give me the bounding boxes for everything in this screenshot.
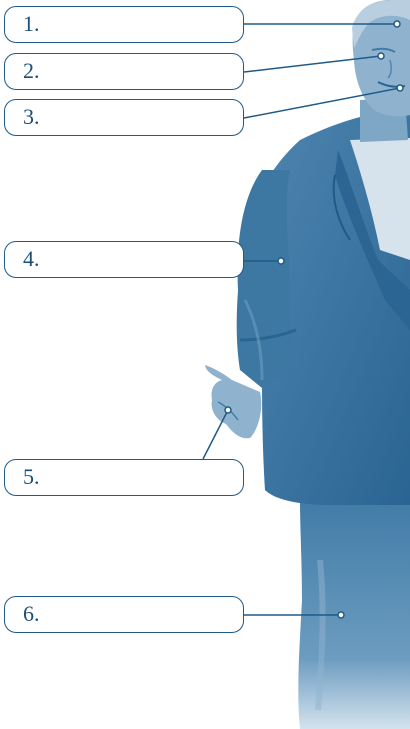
leader-dot-3 [397,85,403,91]
leader-dot-1 [394,21,400,27]
leader-dot-6 [338,612,344,618]
leader-dot-2 [378,53,384,59]
label-box-5[interactable]: 5. [4,459,244,496]
label-box-3[interactable]: 3. [4,99,244,136]
label-box-6[interactable]: 6. [4,596,244,633]
leader-dot-5 [225,407,231,413]
leader-line-5 [203,410,228,459]
trousers [298,495,410,729]
label-box-4[interactable]: 4. [4,241,244,278]
label-number-2: 2. [23,58,40,83]
leader-dot-4 [278,258,284,264]
label-number-1: 1. [23,11,40,36]
label-number-5: 5. [23,464,40,489]
label-box-2[interactable]: 2. [4,53,244,90]
label-box-1[interactable]: 1. [4,6,244,43]
label-number-6: 6. [23,601,40,626]
label-number-4: 4. [23,246,40,271]
label-number-3: 3. [23,104,40,129]
